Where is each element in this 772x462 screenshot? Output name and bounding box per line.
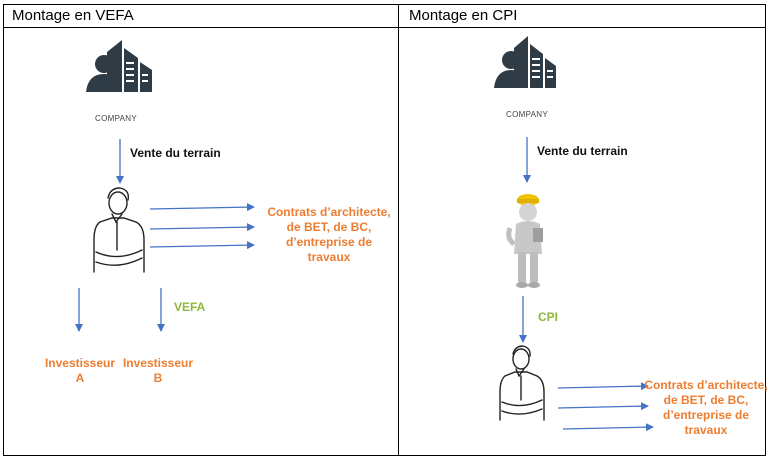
company-icon-right-windows xyxy=(532,58,553,78)
column-divider xyxy=(398,4,399,456)
investor-figure-icon xyxy=(499,345,545,421)
header-divider xyxy=(3,27,766,28)
step-label-right: Vente du terrain xyxy=(537,144,628,158)
arrow-contract-1-right xyxy=(557,382,649,391)
developer-figure-icon xyxy=(93,187,145,273)
relation-label-vefa: VEFA xyxy=(174,300,206,314)
investor-b-label: Investisseur B xyxy=(122,356,194,385)
diagram-frame xyxy=(3,4,766,456)
contractor-figure-icon xyxy=(506,194,543,288)
contracts-label-left: Contrats d’architecte, de BET, de BC, d’… xyxy=(267,205,391,264)
contracts-label-right: Contrats d’architecte, de BET, de BC, d’… xyxy=(644,378,768,437)
left-title: Montage en VEFA xyxy=(12,7,134,24)
arrow-contract-3-left xyxy=(149,241,255,250)
company-icon-left xyxy=(86,40,152,92)
relation-label-cpi: CPI xyxy=(538,310,559,324)
arrow-contract-2-left xyxy=(149,223,255,232)
company-icon-left-windows xyxy=(126,62,148,82)
arrow-contract-1-left xyxy=(149,203,255,212)
company-label-right: COMPANY xyxy=(506,110,548,119)
arrow-contract-3-right xyxy=(562,423,654,432)
company-icon-right xyxy=(494,36,556,88)
arrow-contract-2-right xyxy=(557,402,649,411)
step-label-left: Vente du terrain xyxy=(130,146,221,160)
right-title: Montage en CPI xyxy=(409,7,518,24)
company-label-left: COMPANY xyxy=(95,114,137,123)
investor-a-label: Investisseur A xyxy=(44,356,116,385)
